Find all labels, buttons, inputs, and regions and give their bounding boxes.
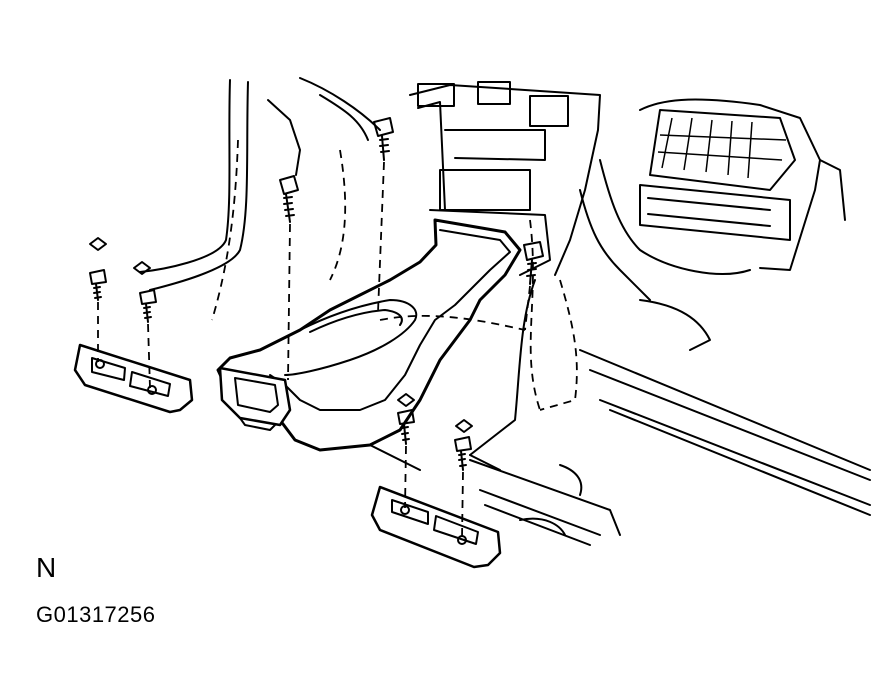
bracket-right: [370, 485, 502, 569]
screw-icon: [454, 436, 472, 471]
screw-icon: [139, 289, 157, 323]
heater-unit: [579, 98, 846, 351]
clip-icon: [397, 393, 415, 407]
figure-code: G01317256: [36, 602, 156, 627]
console-body: [409, 81, 601, 471]
screw-icon: [397, 409, 415, 445]
bolt-icon: [523, 241, 544, 285]
clip-icon: [89, 237, 107, 251]
screw-icon: [89, 269, 107, 301]
bolt-icon: [279, 175, 299, 223]
bracket-left: [73, 343, 194, 414]
alignment-lines: [97, 161, 531, 539]
view-label: N: [36, 552, 57, 583]
rear-heater-duct: [216, 218, 522, 471]
clip-icon: [133, 261, 151, 275]
fasteners: [89, 117, 544, 471]
vehicle-body-outline: [139, 77, 871, 546]
clip-icon: [455, 419, 473, 433]
clips: [89, 237, 473, 433]
bolt-icon: [373, 117, 394, 161]
